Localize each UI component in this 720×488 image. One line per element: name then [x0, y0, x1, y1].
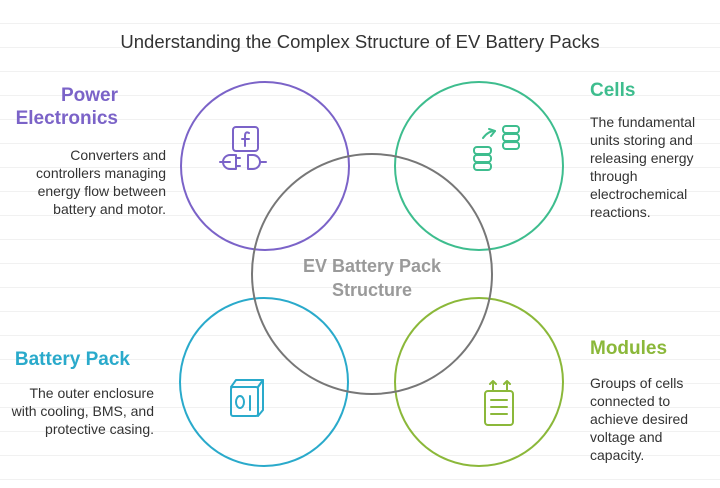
cells-circle [394, 81, 564, 251]
modules-heading: Modules [590, 338, 668, 359]
battery-pack-circle [179, 297, 349, 467]
battery-pack-description: The outer enclosure with cooling, BMS, a… [11, 385, 154, 437]
center-label: EV Battery Pack Structure [302, 256, 442, 300]
cells-heading: Cells [590, 80, 636, 101]
module-terminals-icon [484, 380, 514, 426]
power-electronics-description: Converters and controllers managing ener… [36, 147, 166, 217]
power-electronics-circle [180, 81, 350, 251]
power-electronics-heading: Power Electronics [15, 85, 118, 129]
battery-pack-heading: Battery Pack [14, 349, 130, 370]
diagram-title: Understanding the Complex Structure of E… [120, 31, 600, 52]
modules-circle [394, 297, 564, 467]
cell-stack-icon [473, 125, 520, 171]
battery-enclosure-icon [230, 379, 264, 417]
cells-description: The fundamental units storing and releas… [590, 114, 696, 220]
center-circle [251, 153, 493, 395]
modules-description: Groups of cells connected to achieve des… [590, 375, 689, 463]
power-plug-icon [219, 126, 267, 170]
